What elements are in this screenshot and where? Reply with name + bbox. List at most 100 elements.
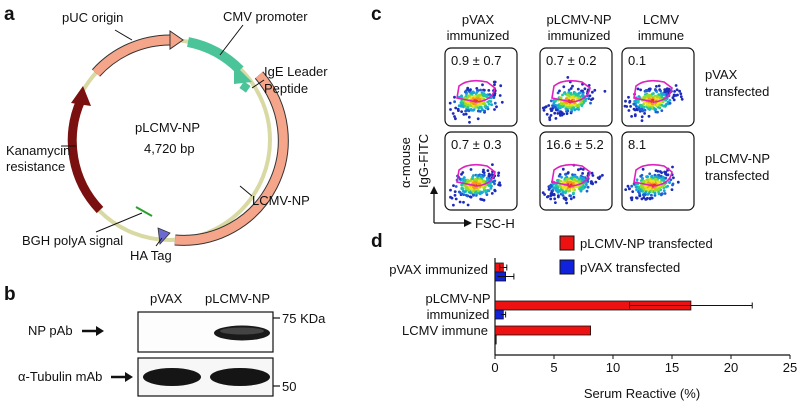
flow-event-dot	[572, 98, 576, 102]
flow-event-dot	[672, 98, 676, 102]
gate-percentage: 0.7 ± 0.2	[546, 53, 597, 68]
gate-percentage: 16.6 ± 5.2	[546, 137, 604, 152]
flow-event-dot	[647, 188, 650, 191]
flow-event-dot	[560, 102, 563, 106]
flow-event-dot	[477, 179, 481, 183]
flow-event-dot	[648, 179, 652, 182]
flow-event-dot	[626, 184, 630, 188]
flow-event-dot	[470, 187, 474, 191]
flow-event-dot	[591, 97, 595, 100]
flow-event-dot	[476, 109, 480, 113]
flow-event-dot	[654, 110, 658, 114]
legend-label-pvax: pVAX transfected	[580, 260, 680, 275]
flow-event-dot	[569, 87, 573, 90]
flow-event-dot	[678, 89, 681, 93]
flow-event-dot	[643, 112, 646, 115]
flow-event-dot	[644, 198, 648, 201]
label-plasmid-name: pLCMV-NP	[135, 120, 200, 135]
flow-event-dot	[466, 88, 469, 91]
flow-event-dot	[483, 88, 486, 92]
flow-event-dot	[449, 195, 452, 199]
flow-event-dot	[461, 187, 465, 191]
flow-event-dot	[577, 96, 581, 100]
col-header-2-line2: immunized	[548, 28, 611, 43]
flow-event-dot	[457, 109, 460, 112]
panel-b: b pVAX pLCMV-NP NP pAb α-Tubulin mAb 75 …	[4, 284, 326, 397]
flow-event-dot	[664, 176, 668, 180]
flow-event-dot	[631, 190, 635, 194]
legend-swatch-plcmv	[559, 235, 575, 251]
label-puc-origin: pUC origin	[62, 10, 123, 25]
col-header-1-line2: immunized	[447, 28, 510, 43]
gate-percentage: 0.7 ± 0.3	[451, 137, 502, 152]
flow-event-dot	[453, 95, 456, 99]
flow-event-dot	[454, 197, 458, 201]
flow-event-dot	[572, 181, 575, 185]
flow-event-dot	[489, 187, 493, 190]
flow-event-dot	[675, 88, 679, 92]
flow-event-dot	[490, 184, 493, 188]
flow-event-dot	[476, 182, 480, 186]
flow-event-dot	[453, 100, 456, 104]
gate-outline	[551, 79, 591, 103]
gate-percentage: 0.1	[628, 53, 646, 68]
panel-d: d pLCMV-NP transfected pVAX transfected …	[371, 231, 797, 401]
flow-event-dot	[654, 169, 658, 173]
flow-event-dot	[647, 114, 651, 118]
flow-event-dot	[458, 200, 462, 204]
flow-event-dot	[575, 179, 578, 183]
flow-event-dot	[461, 101, 465, 105]
flow-event-dot	[637, 106, 641, 110]
cmv-promoter-arc	[186, 37, 244, 74]
flow-plot: 8.1	[621, 131, 695, 211]
flow-event-dot	[551, 189, 555, 192]
flow-event-dot	[660, 109, 664, 112]
flow-event-dot	[497, 171, 501, 175]
flow-event-dot	[580, 176, 584, 180]
flow-event-dot	[473, 97, 477, 100]
cmv-promoter-arrowhead	[234, 64, 252, 84]
flow-event-dot	[543, 193, 546, 196]
flow-event-dot	[583, 185, 587, 189]
flow-event-dot	[478, 103, 481, 107]
flow-event-dot	[671, 183, 674, 187]
flow-event-dot	[453, 115, 456, 118]
label-cmv-promoter: CMV promoter	[223, 9, 308, 24]
flow-event-dot	[500, 100, 504, 104]
flow-event-dot	[641, 167, 645, 171]
flow-event-dot	[580, 103, 584, 107]
tubulin-band-pvax	[143, 368, 201, 386]
label-kanamycin-1: Kanamycin	[6, 143, 70, 158]
flow-event-dot	[482, 168, 485, 172]
flow-event-dot	[668, 180, 671, 184]
x-axis-label: FSC-H	[475, 216, 515, 231]
flow-event-dot	[669, 178, 673, 182]
flow-event-dot	[469, 191, 472, 195]
flow-event-dot	[632, 182, 636, 186]
flow-event-dot	[466, 187, 469, 191]
flow-event-dot	[577, 168, 580, 172]
flow-event-dot	[581, 94, 584, 97]
flow-event-dot	[571, 84, 574, 88]
flow-event-dot	[487, 89, 491, 92]
flow-event-dot	[493, 83, 496, 86]
flow-event-dot	[629, 105, 632, 108]
flow-event-dot	[651, 92, 654, 96]
flow-event-dot	[550, 191, 554, 195]
flow-event-dot	[554, 187, 558, 191]
label-bgh-polya: BGH polyA signal	[22, 233, 123, 248]
category-label-3-line1: LCMV immune	[402, 323, 488, 338]
flow-event-dot	[660, 178, 663, 181]
flow-event-dot	[572, 191, 575, 195]
flow-event-dot	[659, 193, 663, 197]
flow-event-dot	[679, 95, 683, 99]
flow-event-dot	[670, 188, 674, 192]
label-ige-leader-1: IgE Leader	[264, 64, 328, 79]
flow-event-dot	[448, 101, 452, 105]
x-tick-label: 20	[724, 360, 738, 375]
flow-event-dot	[563, 92, 567, 95]
flow-event-dot	[558, 184, 562, 187]
lane-label-plcmv-np: pLCMV-NP	[205, 291, 270, 306]
flow-event-dot	[465, 100, 468, 103]
flow-event-dot	[548, 116, 551, 119]
